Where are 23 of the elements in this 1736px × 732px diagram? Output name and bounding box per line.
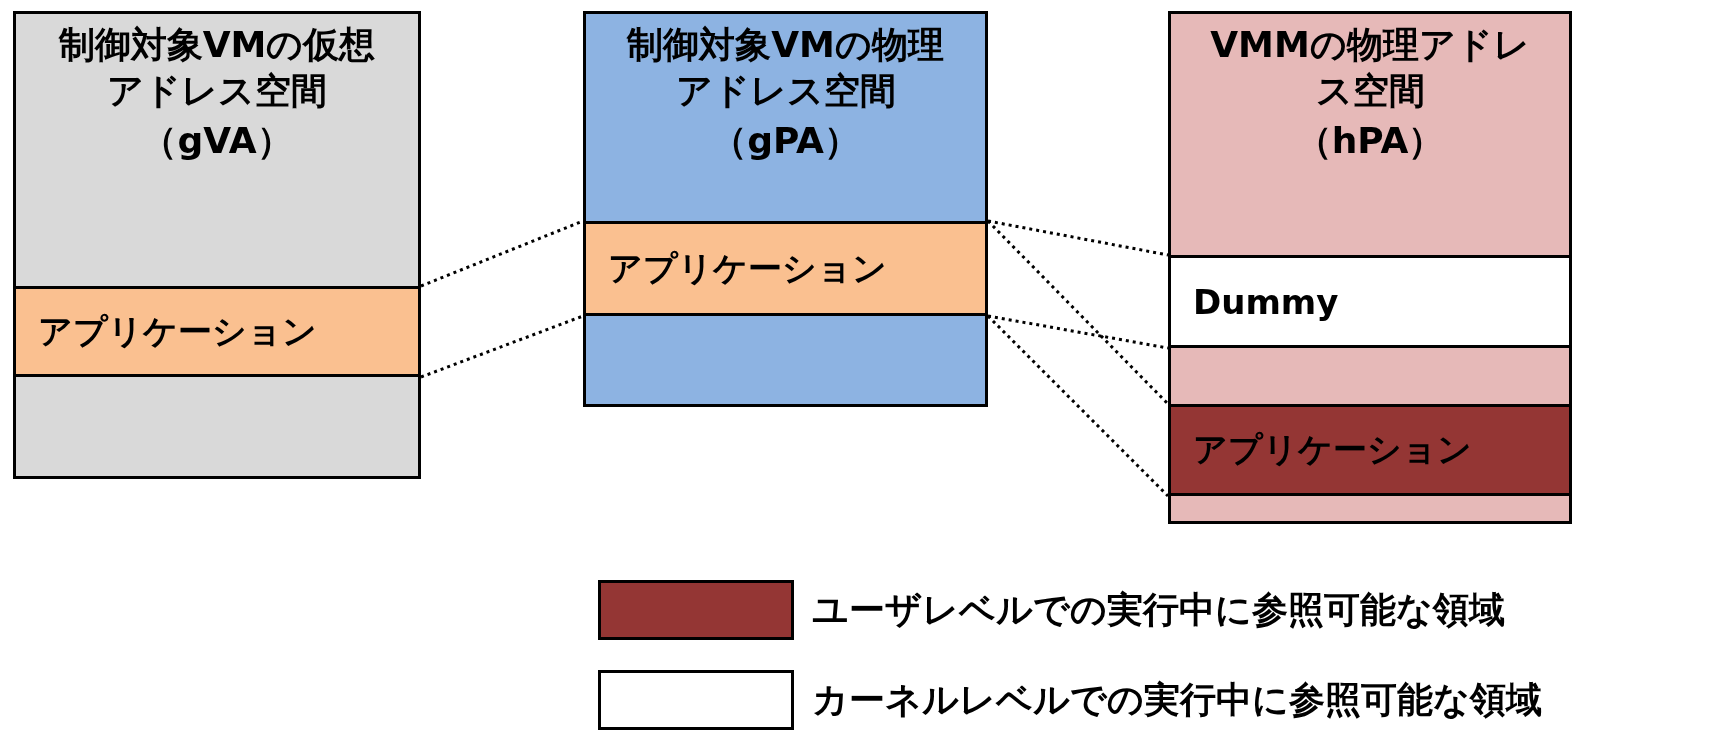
column-subtitle: （hPA） — [1294, 119, 1446, 163]
column-title: 制御対象VMの仮想アドレス空間 — [57, 23, 377, 113]
connector-line — [987, 219, 1169, 257]
memory-region — [1168, 404, 1572, 496]
region-label: アプリケーション — [38, 309, 317, 353]
connector-line — [420, 314, 584, 379]
region-label: Dummy — [1193, 281, 1339, 322]
column-subtitle: （gVA） — [140, 119, 294, 163]
region-label: アプリケーション — [1193, 428, 1472, 471]
region-label: アプリケーション — [608, 246, 887, 290]
legend-label: カーネルレベルでの実行中に参照可能な領域 — [812, 678, 1542, 722]
column-subtitle: （gPA） — [710, 119, 861, 163]
memory-region — [1168, 255, 1572, 348]
memory-region — [583, 221, 988, 316]
address-space-column — [13, 11, 421, 479]
connector-line — [986, 219, 1170, 406]
legend-label: ユーザレベルでの実行中に参照可能な領域 — [812, 588, 1505, 632]
address-space-column — [1168, 11, 1572, 524]
column-title: VMMの物理アドレス空間 — [1209, 23, 1531, 113]
connector-line — [986, 314, 1170, 498]
address-space-column — [583, 11, 988, 407]
column-title: 制御対象VMの物理アドレス空間 — [625, 23, 945, 113]
memory-region — [13, 286, 421, 377]
